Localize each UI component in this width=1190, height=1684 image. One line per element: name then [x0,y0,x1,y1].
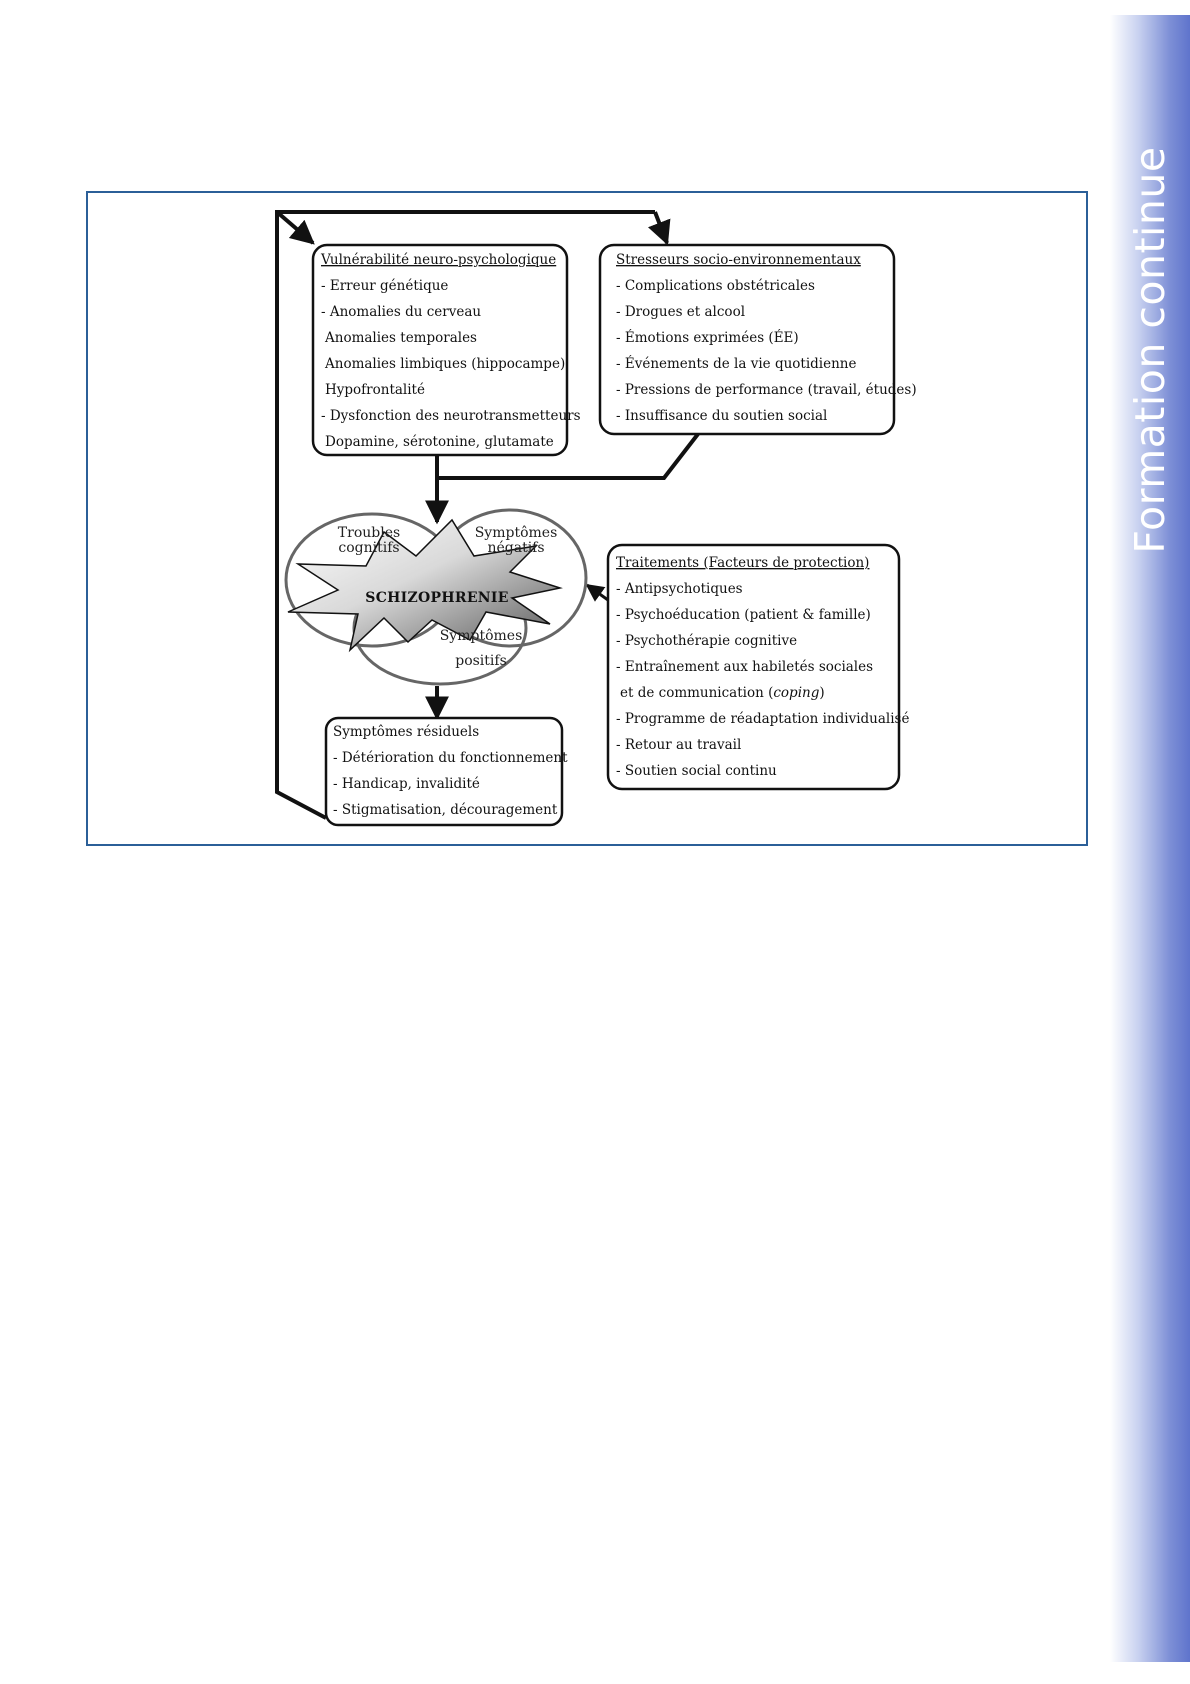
arrow-to-vulnerability [275,210,315,245]
venn-label-positive-2: positifs [455,653,507,669]
vulnerability-box [311,243,569,457]
stressors-line: - Complications obstétricales [616,278,815,294]
side-banner [1110,15,1190,1662]
vulnerability-heading: Vulnérabilité neuro-psychologique [320,252,556,268]
treatments-line: - Psychothérapie cognitive [616,633,797,649]
treatments-heading: Traitements (Facteurs de protection) [616,555,869,571]
residual-line: - Handicap, invalidité [333,776,480,792]
vulnerability-line: Hypofrontalité [325,382,425,398]
vulnerability-line: Anomalies temporales [324,330,477,346]
schizophrenia-burst [287,518,563,653]
treatments-line: et de communication (coping) [620,685,825,701]
venn-label-negative-1: Symptômes [475,525,558,541]
vulnerability-line: - Anomalies du cerveau [321,304,481,320]
stressors-line: - Émotions exprimées (ÉE) [616,330,799,346]
vulnerability-line: - Erreur génétique [321,278,448,294]
treatments-line: - Psychoéducation (patient & famille) [616,607,871,623]
residual-line: - Stigmatisation, découragement [333,802,558,818]
treatments-line: - Antipsychotiques [616,581,743,597]
figure-frame [86,191,1088,846]
vulnerability-line: Anomalies limbiques (hippocampe) [324,356,565,372]
stressors-line: - Événements de la vie quotidienne [616,356,856,372]
arrow-to-stressors [648,211,671,246]
stressors-heading: Stresseurs socio-environnementaux [616,252,861,268]
feedback-loop-line [275,210,655,820]
venn-label-negative-2: négatifs [487,540,544,556]
stressors-connector [437,432,700,480]
stressors-line: - Pressions de performance (travail, étu… [616,382,917,398]
treatments-line: - Programme de réadaptation individualis… [616,711,909,727]
treatments-line: - Soutien social continu [616,763,777,779]
vulnerability-line: - Dysfonction des neurotransmetteurs [321,408,581,424]
treatments-line: - Retour au travail [616,737,741,753]
residual-line: - Détérioration du fonctionnement [333,750,568,766]
residual-heading: Symptômes résiduels [333,724,479,740]
venn-label-cognitive-2: cognitifs [338,540,399,556]
stressors-box [598,243,896,436]
venn-label-positive-1: Symptômes [440,628,523,644]
treatments-line: - Entraînement aux habiletés sociales [616,659,873,675]
stressors-line: - Insuffisance du soutien social [616,408,827,424]
treatments-box [606,543,901,791]
stressors-line: - Drogues et alcool [616,304,745,320]
venn-label-cognitive-1: Troubles [338,525,400,541]
arrow-treatments-to-venn [585,583,609,602]
residual-box [324,716,564,827]
vulnerability-line: Dopamine, sérotonine, glutamate [325,434,554,450]
schizophrenia-label: SCHIZOPHRENIE [365,590,508,606]
